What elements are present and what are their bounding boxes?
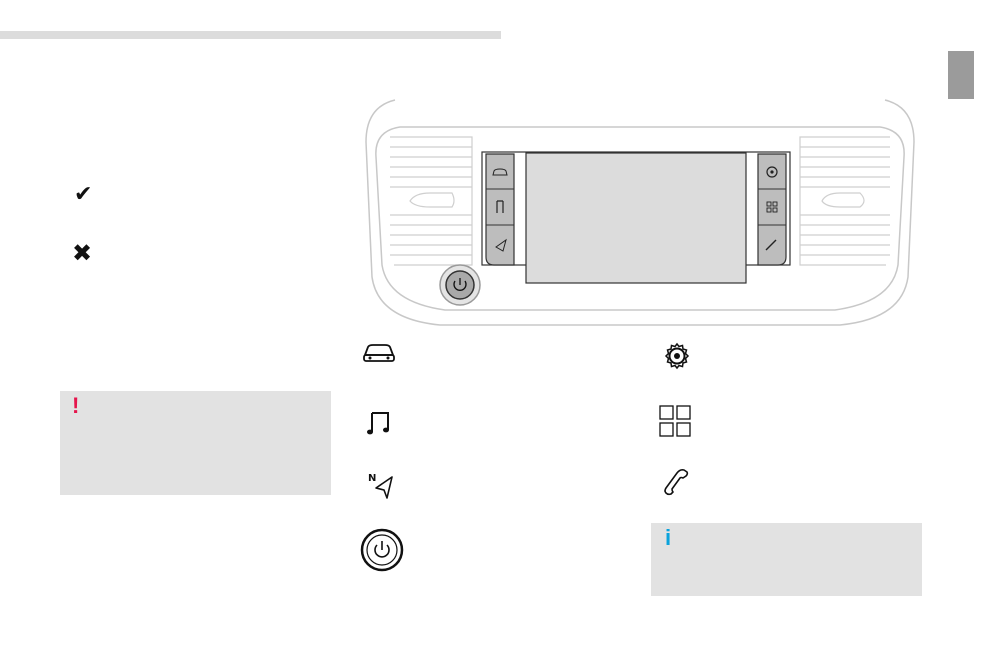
phone-icon [664,469,689,496]
dashboard-console-illustration [365,99,915,326]
chapter-tab [948,51,974,99]
power-icon [360,528,404,572]
warning-panel: ! [60,391,331,495]
apps-grid-icon [659,405,691,437]
music-note-icon [367,412,389,435]
check-mark-icon: ✔ [74,181,93,206]
car-icon [363,344,395,362]
info-panel: i [651,523,922,596]
right-button-column [757,153,787,266]
info-icon: i [665,525,672,550]
right-air-vent [799,136,890,266]
power-knob [439,264,481,306]
warning-icon: ! [72,393,80,418]
top-rule [0,31,501,39]
left-air-vent [390,136,473,266]
left-button-column [485,153,515,266]
display-screen [525,152,747,284]
navigation-north-icon: N [368,473,393,499]
settings-icon [664,342,690,370]
cross-mark-icon: ✖ [72,240,93,267]
svg-text:N: N [368,473,376,484]
